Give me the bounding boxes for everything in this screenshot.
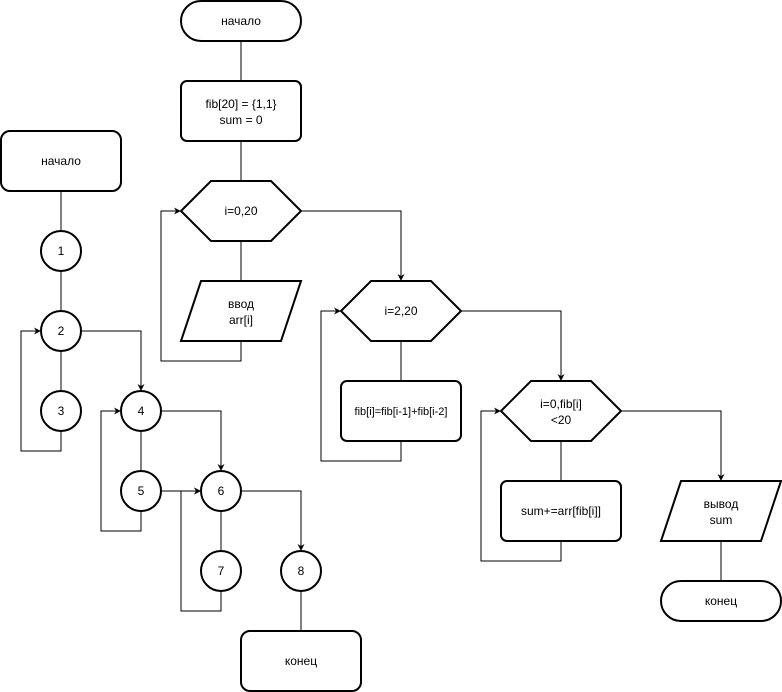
- start-terminator: [180, 0, 302, 42]
- compute-label: fib[i]=fib[i-1]+fib[i-2]: [355, 406, 448, 418]
- node-3: [40, 390, 82, 432]
- edge-sum-loop3-back: [480, 407, 562, 562]
- compute-process: [340, 380, 462, 442]
- node-7-label: 7: [218, 564, 225, 578]
- edge-loop3-output: [621, 410, 725, 481]
- edge-2-4: [81, 330, 145, 391]
- node-8: [280, 550, 322, 592]
- edge-loop1-loop2: [301, 210, 405, 281]
- node-1-label: 1: [58, 244, 65, 258]
- input-line1: ввод: [228, 297, 254, 311]
- node-2: [40, 310, 82, 352]
- output-parallelogram: [659, 480, 782, 542]
- init-process: [180, 80, 302, 142]
- loop2-label: i=2,20: [384, 304, 417, 318]
- node-4: [120, 390, 162, 432]
- node-3-label: 3: [58, 404, 65, 418]
- left-start-box: [0, 130, 122, 192]
- left-start-label: начало: [41, 154, 81, 168]
- node-6-label: 6: [218, 484, 225, 498]
- start-label: начало: [221, 14, 261, 28]
- sum-process: [500, 480, 622, 542]
- node-1: [40, 230, 82, 272]
- node-2-label: 2: [58, 324, 65, 338]
- node-5: [120, 470, 162, 512]
- loop1-hexagon: [179, 180, 303, 242]
- node-8-label: 8: [298, 564, 305, 578]
- node-7: [200, 550, 242, 592]
- edge-loop2-loop3: [461, 310, 565, 381]
- loop1-label: i=0,20: [224, 204, 257, 218]
- sum-label: sum+=arr[fib[i]]: [521, 504, 601, 518]
- edge-5-4-loop: [100, 407, 142, 532]
- edge-3-2-loop: [20, 327, 62, 452]
- end-terminator: [660, 580, 782, 622]
- flowchart: начало fib[20] = {1,1} sum = 0 i=0,20 вв…: [160, 0, 782, 622]
- end-label: конец: [705, 594, 737, 608]
- node-4-label: 4: [138, 404, 145, 418]
- loop3-line1: i=0,fib[i]: [540, 397, 582, 411]
- node-6: [200, 470, 242, 512]
- edge-6-8: [241, 490, 305, 551]
- init-line2: sum = 0: [219, 113, 262, 127]
- init-line1: fib[20] = {1,1}: [205, 97, 276, 111]
- left-end-label: конец: [285, 654, 317, 668]
- edge-compute-loop2-back: [320, 307, 402, 462]
- output-line1: вывод: [704, 497, 739, 511]
- input-line2: arr[i]: [229, 313, 253, 327]
- loop3-hexagon: [499, 380, 623, 442]
- input-parallelogram: [179, 280, 303, 342]
- left-graph: начало 1 2 3 4 5 6 7 8 конец: [0, 130, 362, 692]
- edge-4-6: [161, 410, 225, 471]
- loop3-line2: <20: [551, 413, 572, 427]
- output-line2: sum: [710, 513, 733, 527]
- edge-input-loop1-back: [160, 207, 242, 362]
- edge-7-6-loop: [180, 487, 222, 612]
- loop2-hexagon: [339, 280, 463, 342]
- node-5-label: 5: [138, 484, 145, 498]
- left-end-box: [240, 630, 362, 692]
